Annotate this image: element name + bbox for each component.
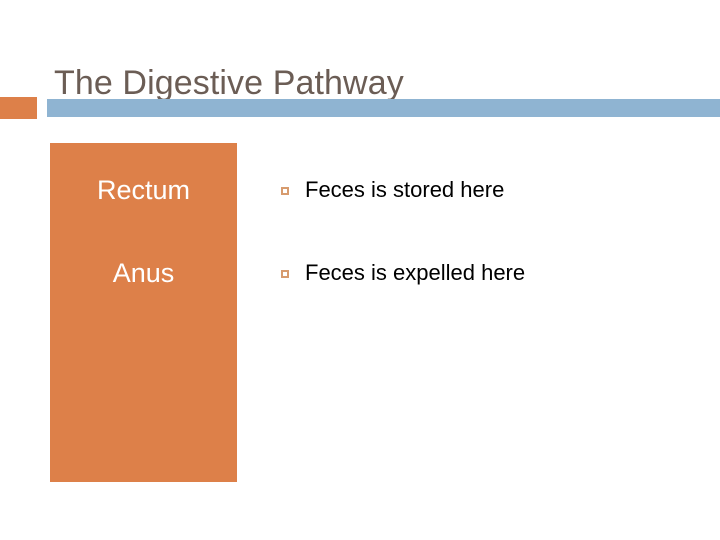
slide-content: Rectum Anus Feces is stored here Feces i… — [0, 120, 720, 540]
page-title: The Digestive Pathway — [54, 63, 404, 102]
organ-label-anus: Anus — [112, 258, 175, 288]
organ-panel: Rectum Anus — [50, 143, 237, 482]
divider-bar — [47, 99, 720, 117]
divider-accent-block — [0, 97, 37, 119]
list-item: Feces is stored here — [275, 173, 705, 207]
list-item: Feces is expelled here — [275, 256, 705, 290]
organ-label-rectum: Rectum — [96, 175, 191, 205]
hollow-square-bullet-icon — [281, 270, 289, 278]
hollow-square-bullet-icon — [281, 187, 289, 195]
description-text-anus: Feces is expelled here — [305, 260, 526, 285]
title-divider — [0, 96, 720, 120]
description-text-rectum: Feces is stored here — [305, 177, 505, 202]
